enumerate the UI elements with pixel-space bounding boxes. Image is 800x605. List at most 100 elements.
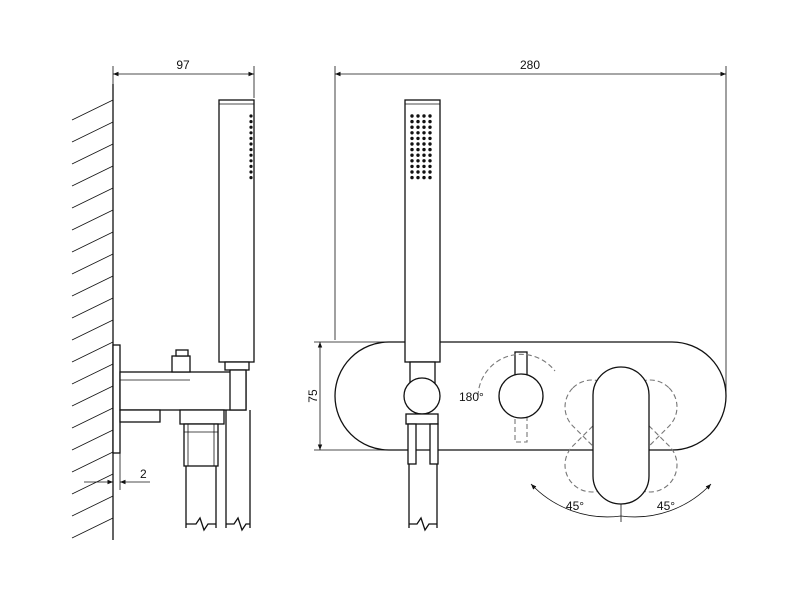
wall-hatch-line: [71, 187, 114, 209]
wall-hatch-line: [71, 451, 114, 473]
dimension-depth: 97: [112, 58, 255, 98]
spray-nozzle-dot: [416, 142, 420, 146]
spray-nozzle-dot: [422, 114, 426, 118]
spray-nozzle-dot: [410, 119, 414, 124]
wall-hatch-line: [71, 275, 114, 297]
spray-nozzle-dot: [428, 131, 432, 135]
wall-hatch-line: [71, 517, 114, 539]
spray-nozzle-dot: [249, 120, 253, 124]
wall-hatch-line: [71, 319, 114, 341]
spray-nozzle-dot: [416, 153, 420, 157]
spray-nozzle-dot: [249, 170, 253, 174]
spray-nozzle-dot: [422, 170, 426, 174]
dimension-depth-label: 97: [176, 58, 190, 72]
spray-nozzle-dot: [422, 159, 426, 163]
spray-nozzle-dot: [422, 153, 426, 157]
wall-hatch-line: [71, 363, 114, 385]
side-hand-shower: [218, 99, 255, 532]
spray-nozzle-dot: [249, 153, 253, 157]
lever-handle: [592, 366, 650, 505]
spray-nozzle-dot: [422, 147, 426, 152]
spray-nozzle-dot: [410, 175, 414, 180]
spray-nozzle-dot: [249, 114, 253, 118]
spray-nozzle-dot: [416, 159, 420, 163]
spray-nozzle-dot: [249, 176, 253, 180]
spray-nozzle-dot: [410, 131, 414, 135]
spray-nozzle-dot: [416, 136, 420, 141]
side-hose: [185, 466, 217, 532]
spray-nozzle-dot: [428, 136, 432, 141]
spray-nozzle-dot: [416, 164, 420, 169]
front-hand-shower: [403, 99, 441, 532]
wall-hatch-line: [71, 429, 114, 451]
spray-nozzle-dot: [249, 136, 253, 140]
spray-nozzle-dot: [422, 119, 426, 124]
spray-nozzle-dot: [422, 131, 426, 135]
side-view: 97 2: [71, 58, 255, 540]
wall-hatch-line: [71, 231, 114, 253]
dimension-width: 280: [334, 58, 727, 396]
spray-nozzle-dot: [410, 170, 414, 174]
diverter-angle-label: 180°: [459, 390, 484, 404]
spray-nozzle-dot: [249, 142, 253, 146]
spray-nozzle-dot: [422, 136, 426, 141]
spray-nozzle-dot: [428, 125, 432, 129]
lever-angle-dimension: 45° 45°: [530, 483, 712, 522]
wall-hatch-line: [71, 385, 114, 407]
wall-hatch-line: [71, 121, 114, 143]
side-hose-connector: [179, 409, 225, 467]
front-view: 280 75 180° 45° 45°: [306, 58, 727, 532]
spray-nozzle-dot: [410, 164, 414, 169]
spray-nozzle-dot: [428, 147, 432, 152]
spray-nozzle-dot: [416, 119, 420, 124]
spray-nozzle-dot: [416, 131, 420, 135]
wall-hatch-line: [71, 473, 114, 495]
spray-nozzle-dot: [422, 175, 426, 180]
dimension-width-label: 280: [520, 58, 540, 72]
lever-angle-right-label: 45°: [657, 499, 675, 513]
wall-hatch-line: [71, 165, 114, 187]
dimension-wall-gap: 2: [84, 453, 150, 490]
spray-nozzle-dot: [428, 153, 432, 157]
spray-nozzle-dot: [416, 114, 420, 118]
spray-nozzle-dot: [422, 164, 426, 169]
spray-nozzle-dot: [428, 114, 432, 118]
spray-nozzle-dot: [410, 125, 414, 129]
side-wall-plate: [112, 344, 121, 454]
wall-hatch-line: [71, 297, 114, 319]
diverter-knob: [477, 351, 556, 443]
wall: [71, 84, 114, 540]
spray-nozzle-dot: [428, 175, 432, 180]
spray-nozzle-dot: [428, 142, 432, 146]
lever-angle-left-label: 45°: [566, 499, 584, 513]
spray-nozzle-dot: [249, 159, 253, 163]
wall-hatch-line: [71, 99, 114, 121]
spray-nozzle-dot: [410, 159, 414, 163]
spray-nozzle-dot: [428, 119, 432, 124]
spray-nozzle-dot: [249, 164, 253, 168]
dimension-wall-gap-label: 2: [140, 467, 147, 481]
dimension-height-label: 75: [306, 389, 320, 403]
spray-nozzle-dot: [428, 159, 432, 163]
wall-hatch-line: [71, 143, 114, 165]
spray-nozzle-dot: [416, 147, 420, 152]
dimension-height: 75: [306, 341, 388, 451]
spray-nozzle-dot: [422, 142, 426, 146]
spray-nozzle-dot: [428, 170, 432, 174]
wall-hatch-line: [71, 495, 114, 517]
wall-hatch-line: [71, 407, 114, 429]
wall-hatch-line: [71, 253, 114, 275]
spray-nozzle-dot: [416, 125, 420, 129]
spray-nozzle-dot: [249, 125, 253, 129]
spray-nozzle-dot: [410, 153, 414, 157]
spray-nozzle-dot: [410, 147, 414, 152]
wall-hatch-line: [71, 209, 114, 231]
spray-nozzle-dot: [410, 114, 414, 118]
spray-nozzle-dot: [410, 136, 414, 141]
wall-hatch-line: [71, 341, 114, 363]
spray-nozzle-dot: [416, 175, 420, 180]
spray-nozzle-dot: [422, 125, 426, 129]
spray-nozzle-dot: [416, 170, 420, 174]
spray-nozzle-dot: [428, 164, 432, 169]
